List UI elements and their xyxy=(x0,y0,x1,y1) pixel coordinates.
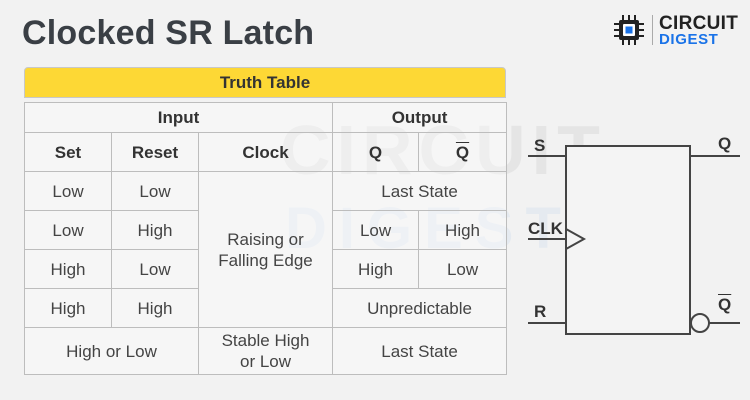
truth-table: Truth Table Input Output Set Reset Clock… xyxy=(23,67,508,375)
cell-reset: Low xyxy=(111,249,199,289)
logo-divider xyxy=(652,15,653,45)
page-title: Clocked SR Latch xyxy=(22,14,315,52)
header-clock: Clock xyxy=(197,132,334,172)
cell-reset: Low xyxy=(111,171,199,211)
cell-q: Low xyxy=(332,210,420,250)
chip-icon xyxy=(614,15,644,45)
logo-text-circuit: CIRCUIT xyxy=(659,13,739,34)
table-group-header-row: Input Output xyxy=(23,102,508,133)
cell-input: High or Low xyxy=(24,327,199,375)
cell-reset: High xyxy=(111,288,199,328)
label-s: S xyxy=(534,136,546,155)
cell-clock: Stable High or Low xyxy=(197,327,334,375)
label-clk: CLK xyxy=(528,219,563,238)
cell-set: Low xyxy=(24,171,112,211)
cell-set: High xyxy=(24,288,112,328)
logo-text-digest: DIGEST xyxy=(659,31,719,48)
table-row: Low Low Raising or Falling Edge Last Sta… xyxy=(24,171,508,328)
truth-table-title: Truth Table xyxy=(24,67,506,98)
label-r: R xyxy=(534,302,547,321)
header-output: Output xyxy=(332,102,508,133)
cell-set: Low xyxy=(24,210,112,250)
table-column-header-row: Set Reset Clock Q Q xyxy=(24,132,508,172)
cell-output: Unpredictable xyxy=(332,288,508,328)
header-input: Input xyxy=(23,102,334,133)
truth-table-grid: Input Output Set Reset Clock Q Q Low Low… xyxy=(23,102,508,375)
table-row: High High Unpredictable xyxy=(24,288,508,328)
header-set: Set xyxy=(24,132,112,172)
latch-body xyxy=(565,145,691,335)
inversion-bubble-icon xyxy=(690,313,710,333)
label-qbar: Q xyxy=(718,295,732,314)
cell-q: High xyxy=(332,249,420,289)
table-row: High or Low Stable High or Low Last Stat… xyxy=(24,327,508,375)
cell-clock-edge: Raising or Falling Edge xyxy=(197,171,334,328)
table-row: Low High Low High xyxy=(24,210,508,250)
circuit-digest-logo: CIRCUIT DIGEST xyxy=(612,12,742,48)
cell-set: High xyxy=(24,249,112,289)
header-reset: Reset xyxy=(111,132,199,172)
cell-output: Last State xyxy=(332,171,508,211)
label-q: Q xyxy=(718,134,732,153)
table-row: High Low High Low xyxy=(24,249,508,289)
header-qbar: Q xyxy=(418,132,508,172)
clock-triangle-icon xyxy=(565,228,587,250)
cell-reset: High xyxy=(111,210,199,250)
cell-output: Last State xyxy=(332,327,508,375)
header-q: Q xyxy=(332,132,420,172)
sr-latch-symbol xyxy=(528,145,740,335)
cell-qbar: High xyxy=(418,210,508,250)
sr-latch-diagram: S CLK R Q Q xyxy=(520,125,750,345)
cell-qbar: Low xyxy=(418,249,508,289)
